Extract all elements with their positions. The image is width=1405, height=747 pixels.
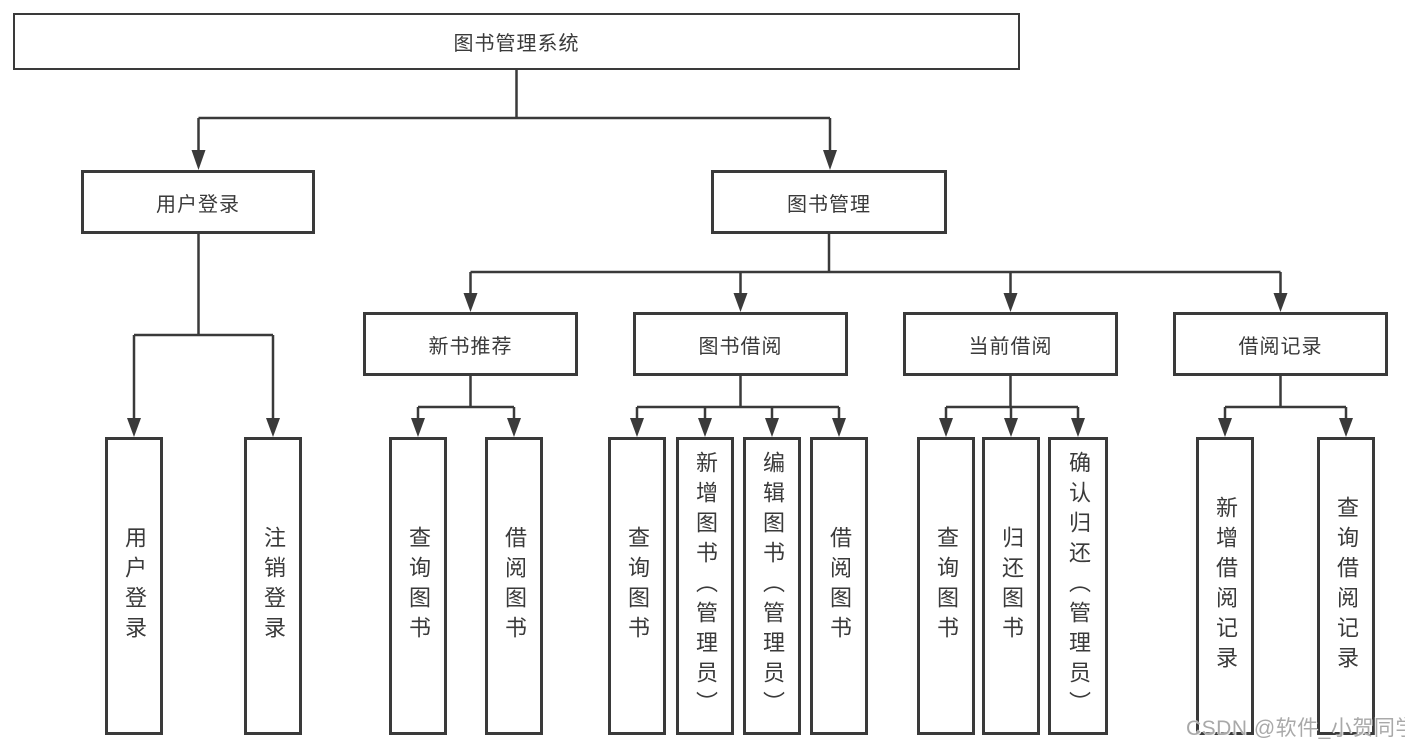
leaf-query-borrow-record: 查询借阅记录 bbox=[1317, 437, 1375, 735]
leaf-add-books-admin: 新增图书（管理员） bbox=[676, 437, 734, 735]
node-label: 图书借阅 bbox=[698, 335, 783, 358]
node-label: 查询借阅记录 bbox=[1334, 496, 1359, 676]
node-label: 编辑图书（管理员） bbox=[760, 451, 785, 721]
node-book-borrowing: 图书借阅 bbox=[633, 312, 848, 376]
leaf-query-books: 查询图书 bbox=[608, 437, 666, 735]
node-label: 图书管理系统 bbox=[453, 33, 580, 55]
node-label: 查询图书 bbox=[625, 526, 650, 646]
node-label: 查询图书 bbox=[934, 526, 959, 646]
leaf-logout: 注销登录 bbox=[244, 437, 302, 735]
node-label: 用户登录 bbox=[156, 193, 240, 216]
leaf-edit-books-admin: 编辑图书（管理员） bbox=[743, 437, 801, 735]
node-label: 用户登录 bbox=[122, 526, 147, 646]
node-label: 归还图书 bbox=[999, 526, 1024, 646]
node-label: 图书管理 bbox=[787, 193, 871, 216]
leaf-borrow-books: 借阅图书 bbox=[810, 437, 868, 735]
leaf-confirm-return-admin: 确认归还（管理员） bbox=[1048, 437, 1108, 735]
node-library-management-system: 图书管理系统 bbox=[13, 13, 1020, 70]
leaf-add-borrow-record: 新增借阅记录 bbox=[1196, 437, 1254, 735]
node-label: 当前借阅 bbox=[968, 335, 1053, 358]
leaf-user-login: 用户登录 bbox=[105, 437, 163, 735]
node-label: 借阅记录 bbox=[1238, 335, 1323, 358]
node-label: 查询图书 bbox=[406, 526, 431, 646]
node-label: 借阅图书 bbox=[502, 526, 527, 646]
node-label: 新增借阅记录 bbox=[1213, 496, 1238, 676]
node-label: 注销登录 bbox=[261, 526, 286, 646]
leaf-query-books: 查询图书 bbox=[917, 437, 975, 735]
node-label: 新增图书（管理员） bbox=[693, 451, 718, 721]
csdn-watermark: CSDN @软件_小贺同学 bbox=[1186, 717, 1405, 740]
node-book-management: 图书管理 bbox=[711, 170, 947, 234]
node-borrowing-records: 借阅记录 bbox=[1173, 312, 1388, 376]
arrowheads bbox=[127, 150, 1353, 437]
node-user-login: 用户登录 bbox=[81, 170, 315, 234]
node-label: 借阅图书 bbox=[827, 526, 852, 646]
leaf-return-books: 归还图书 bbox=[982, 437, 1040, 735]
leaf-query-books: 查询图书 bbox=[389, 437, 447, 735]
node-current-borrowing: 当前借阅 bbox=[903, 312, 1118, 376]
node-label: 新书推荐 bbox=[428, 335, 513, 358]
node-new-book-recommendation: 新书推荐 bbox=[363, 312, 578, 376]
leaf-borrow-books: 借阅图书 bbox=[485, 437, 543, 735]
node-label: 确认归还（管理员） bbox=[1066, 451, 1091, 721]
